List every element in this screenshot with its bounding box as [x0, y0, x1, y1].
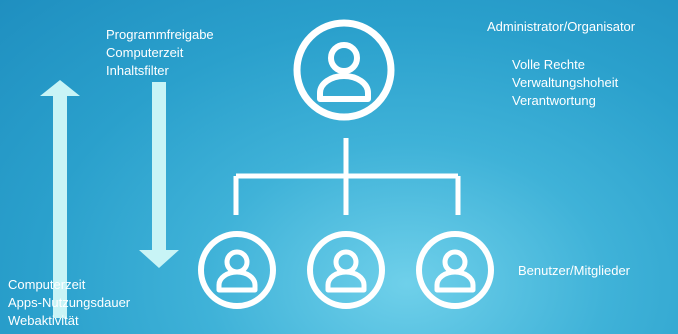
member-report-label: Computerzeit [8, 277, 86, 292]
member-person-icon [416, 231, 494, 309]
admin-details-list: Volle Rechte Verwaltungshoheit Verantwor… [512, 56, 618, 110]
member-person-icon [198, 231, 276, 309]
admin-control-label: Programmfreigabe [106, 27, 214, 42]
member-report-label: Apps-Nutzungsdauer [8, 295, 131, 310]
admin-role-title: Administrator/Organisator [487, 19, 636, 34]
member-report-label: Webaktivität [8, 313, 79, 328]
down-arrow [139, 82, 179, 268]
members-role-label: Benutzer/Mitglieder [518, 263, 630, 278]
admin-detail-label: Verwaltungshoheit [512, 75, 619, 90]
admin-person-icon [293, 19, 395, 121]
admin-control-label: Inhaltsfilter [106, 63, 169, 78]
admin-detail-label: Verantwortung [512, 93, 596, 108]
up-arrow [40, 80, 80, 318]
admin-controls-list: Programmfreigabe Computerzeit Inhaltsfil… [106, 26, 214, 80]
admin-control-label: Computerzeit [106, 45, 184, 60]
admin-detail-label: Volle Rechte [512, 57, 585, 72]
org-connector-lines [233, 138, 461, 215]
member-reports-list: Computerzeit Apps-Nutzungsdauer Webaktiv… [8, 276, 130, 330]
member-person-icon [307, 231, 385, 309]
